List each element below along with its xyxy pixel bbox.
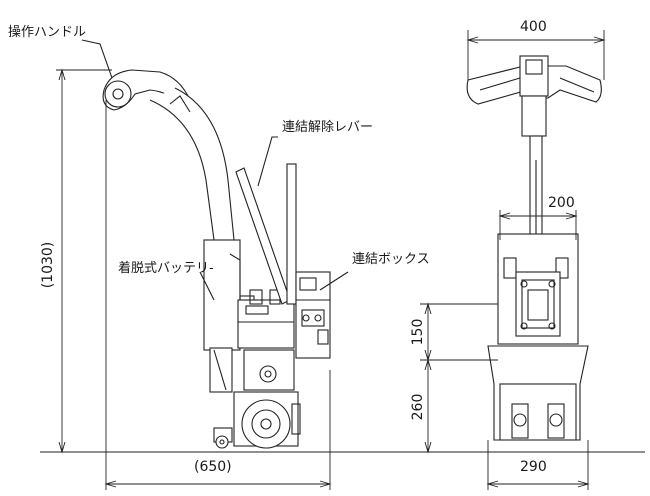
dim-total-length-value: (650) [194, 459, 232, 475]
label-battery: 着脱式バッテリ- [118, 261, 214, 276]
leader-release [257, 136, 278, 187]
handle-arm [149, 87, 235, 241]
coupling-box-side [295, 271, 331, 359]
leader-handle [81, 39, 113, 79]
front-view [420, 30, 606, 490]
side-view [40, 39, 645, 490]
battery-body [203, 239, 255, 351]
label-release-lever: 連結解除レバー [282, 120, 374, 135]
leader-coupling [319, 271, 349, 291]
coupling-box-front [515, 271, 561, 337]
dim-base-width [486, 440, 590, 490]
dim-floor-height-value: 260 [410, 393, 426, 421]
release-lever [235, 167, 291, 305]
mast-rod [286, 163, 297, 305]
dim-heights [420, 302, 498, 454]
label-handle: 操作ハンドル [8, 25, 87, 40]
dim-handle-width [466, 30, 606, 80]
caster-wheel [213, 427, 233, 449]
front-handle [466, 55, 602, 137]
dim-handle-width-value: 400 [520, 19, 547, 35]
dim-box-height-value: 150 [410, 318, 426, 346]
leader-battery [199, 271, 215, 301]
dim-box-width [498, 210, 578, 240]
dim-base-width-value: 290 [520, 459, 547, 475]
dim-total-height [56, 68, 112, 454]
dim-total-length [104, 100, 332, 490]
dim-box-width-value: 200 [548, 195, 575, 211]
handle-grip [102, 69, 191, 111]
main-frame [237, 289, 295, 349]
front-base [487, 345, 589, 441]
label-coupling-box: 連結ボックス [352, 252, 430, 267]
rear-support [209, 347, 233, 393]
drive-unit [233, 349, 301, 449]
dim-total-height-value: (1030) [40, 241, 56, 289]
